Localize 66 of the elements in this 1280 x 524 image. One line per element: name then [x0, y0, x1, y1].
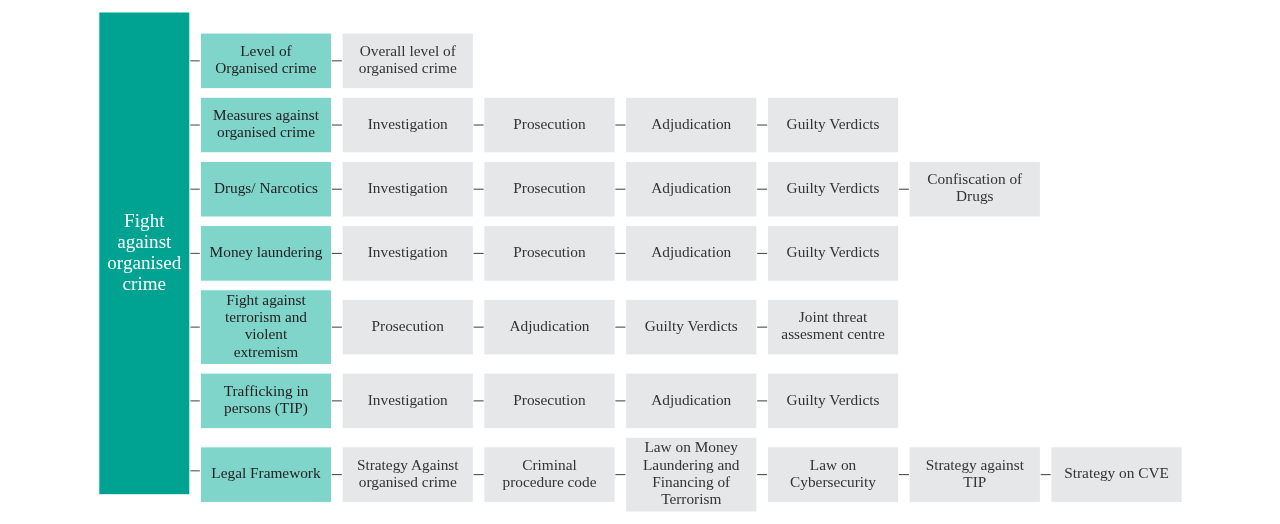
- node-box: Prosecution: [482, 225, 616, 282]
- node-box: Adjudication: [624, 225, 757, 282]
- connector: [472, 326, 484, 328]
- connector: [330, 188, 342, 190]
- node-box: Measures against organised crime: [199, 96, 332, 154]
- connector: [756, 252, 768, 254]
- node-box: Guilty Verdicts: [766, 96, 899, 154]
- node-box: Prosecution: [482, 372, 616, 430]
- connector: [330, 252, 342, 254]
- node-box: Drugs/ Narcotics: [199, 160, 332, 218]
- connector: [330, 400, 342, 402]
- connector: [189, 188, 200, 190]
- node-box: Money laundering: [199, 225, 332, 282]
- connector: [189, 60, 200, 62]
- node-box: Overall level of organised crime: [341, 32, 474, 90]
- node-box: Level of Organised crime: [199, 32, 332, 90]
- node-box: Trafficking in persons (TIP): [199, 372, 332, 430]
- node-box: Guilty Verdicts: [766, 160, 899, 218]
- connector: [614, 188, 626, 190]
- node-box: Adjudication: [624, 372, 757, 430]
- node-box: Strategy against TIP: [908, 446, 1041, 503]
- connector: [897, 474, 909, 476]
- connector: [189, 326, 200, 328]
- connector: [614, 474, 626, 476]
- node-box: Guilty Verdicts: [624, 298, 757, 356]
- node-box: Investigation: [341, 96, 474, 154]
- node-box: Guilty Verdicts: [766, 372, 899, 430]
- connector: [756, 474, 768, 476]
- node-box: Fight against organised crime: [97, 11, 190, 496]
- node-box: Adjudication: [624, 96, 757, 154]
- node-box: Prosecution: [482, 96, 616, 154]
- connector: [189, 470, 200, 472]
- connector: [472, 252, 484, 254]
- node-box: Investigation: [341, 225, 474, 282]
- node-box: Confiscation of Drugs: [908, 160, 1041, 218]
- connector: [472, 188, 484, 190]
- connector: [1039, 474, 1051, 476]
- node-box: Investigation: [341, 372, 474, 430]
- node-box: Prosecution: [482, 160, 616, 218]
- connector: [330, 60, 342, 62]
- connector: [330, 474, 342, 476]
- node-box: Fight against terrorism and violent extremism: [199, 289, 332, 365]
- connector: [472, 474, 484, 476]
- connector: [189, 252, 200, 254]
- node-box: Strategy on CVE: [1049, 446, 1183, 503]
- node-box: Joint threat assesment centre: [766, 298, 899, 356]
- node-box: Law on Cybersecurity: [766, 446, 899, 503]
- connector: [330, 326, 342, 328]
- connector: [756, 188, 768, 190]
- connector: [756, 326, 768, 328]
- node-box: Legal Framework: [199, 446, 332, 503]
- connector: [189, 400, 200, 402]
- node-box: Investigation: [341, 160, 474, 218]
- node-box: Guilty Verdicts: [766, 225, 899, 282]
- connector: [614, 252, 626, 254]
- node-box: Prosecution: [341, 298, 474, 356]
- connector: [472, 400, 484, 402]
- connector: [897, 188, 909, 190]
- node-box: Criminal procedure code: [482, 446, 616, 503]
- connector: [614, 326, 626, 328]
- connector: [614, 400, 626, 402]
- node-box: Adjudication: [624, 160, 757, 218]
- node-box: Strategy Against organised crime: [341, 446, 474, 503]
- node-box: Adjudication: [482, 298, 616, 356]
- connector: [756, 400, 768, 402]
- node-box: Law on Money Laundering and Financing of Terrorism: [624, 436, 757, 513]
